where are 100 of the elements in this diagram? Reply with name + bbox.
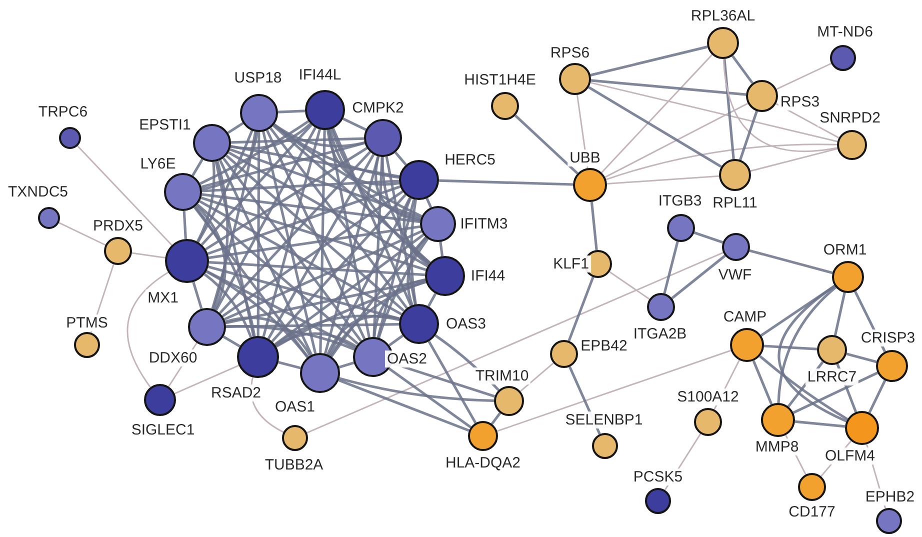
connection-line [230, 145, 400, 178]
connection-line [326, 314, 400, 356]
connection-line [194, 206, 256, 337]
connection-line [759, 355, 848, 420]
connection-line [329, 280, 426, 357]
connection-line [222, 190, 404, 318]
connection-line [776, 103, 840, 138]
connection-line [324, 156, 380, 354]
connection-line [273, 123, 365, 148]
connection-line [132, 252, 166, 259]
connection-line [204, 147, 368, 250]
connection-line [588, 86, 722, 168]
connection-line [338, 377, 494, 402]
connection-line [226, 323, 400, 328]
connection-line [490, 412, 502, 425]
connection-line [202, 132, 258, 190]
connection-line [342, 118, 366, 131]
gene-label: TRIM10 [473, 368, 531, 384]
connection-line [330, 128, 430, 265]
connection-line [328, 197, 412, 356]
connection-line [328, 129, 370, 338]
connection-line [274, 314, 400, 346]
connection-line [212, 160, 229, 310]
connection-line [218, 160, 313, 356]
connection-line [230, 122, 312, 150]
connection-line [694, 231, 724, 244]
connection-line [428, 340, 477, 424]
connection-line [174, 364, 240, 394]
connection-line [671, 254, 726, 300]
connection-line [273, 124, 400, 179]
connection-line [338, 362, 354, 368]
connection-line [385, 156, 416, 305]
connection-line [332, 128, 412, 306]
connection-line [306, 252, 724, 434]
connection-line [126, 272, 169, 388]
gene-label: LRRC7 [805, 368, 859, 386]
connection-line [388, 368, 472, 428]
connection-line [208, 261, 426, 276]
connection-line [226, 324, 355, 351]
connection-line [330, 236, 427, 358]
connection-line [394, 152, 407, 166]
connection-line [778, 284, 847, 422]
connection-line [278, 110, 306, 114]
connection-line [256, 132, 260, 336]
connection-line [868, 380, 886, 414]
connection-line [604, 102, 748, 178]
connection-line [200, 142, 366, 188]
connection-line [202, 193, 420, 224]
connection-line [722, 58, 838, 152]
gene-label: SELENBP1 [563, 412, 645, 428]
connection-line [427, 292, 437, 308]
connection-line [381, 156, 431, 264]
connection-line [520, 362, 554, 392]
connection-line [193, 206, 309, 358]
connection-line [760, 284, 836, 337]
connection-line [601, 54, 713, 174]
connection-line [267, 154, 375, 340]
connection-line [723, 58, 735, 160]
gene-label: RPS3 [778, 94, 822, 110]
connection-line [208, 266, 400, 320]
connection-line [227, 122, 244, 134]
connection-line [214, 126, 317, 311]
connection-line [750, 148, 838, 172]
connection-line [269, 127, 408, 309]
connection-line [590, 79, 746, 96]
connection-line [777, 286, 837, 404]
connection-line [206, 270, 356, 349]
connection-line [731, 55, 754, 84]
connection-line [776, 62, 832, 90]
connection-line [206, 270, 309, 358]
connection-line [663, 241, 679, 294]
connection-line [228, 151, 428, 268]
connection-line [211, 131, 257, 310]
gene-label: UBB [568, 150, 602, 166]
gene-label: S100A12 [675, 388, 741, 406]
connection-line [218, 151, 372, 314]
connection-line [373, 278, 426, 338]
connection-line [230, 137, 364, 144]
connection-line [846, 352, 877, 364]
connection-line [274, 234, 424, 346]
connection-line [273, 124, 422, 218]
connection-line [77, 145, 172, 246]
connection-line [792, 372, 878, 414]
connection-line [752, 360, 773, 405]
connection-line [204, 273, 252, 338]
connection-line [58, 222, 106, 246]
connection-line [738, 110, 758, 160]
connection-line [182, 210, 187, 240]
connection-line [196, 204, 359, 345]
connection-line [225, 154, 405, 312]
connection-line [207, 185, 401, 255]
connection-line [402, 198, 430, 266]
connection-line [196, 162, 216, 242]
connection-line [388, 334, 404, 346]
connection-line [374, 156, 421, 222]
connection-line [326, 130, 400, 186]
connection-line [319, 130, 326, 354]
connection-line [606, 144, 838, 180]
connection-line [590, 46, 708, 76]
connection-line [275, 332, 357, 348]
